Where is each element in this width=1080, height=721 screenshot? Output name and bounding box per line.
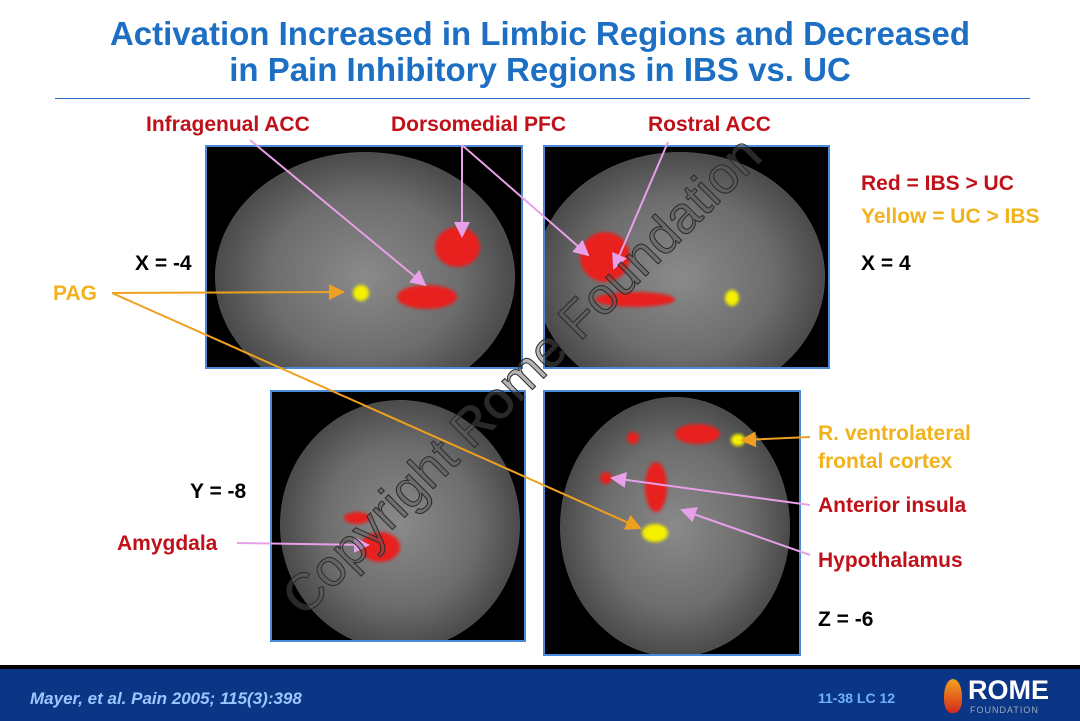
flame-icon [944,679,962,713]
label-anterior-insula: Anterior insula [818,494,967,517]
title-divider [55,98,1030,99]
legend-yellow: Yellow = UC > IBS [861,205,1040,228]
label-rvlfc-2: frontal cortex [818,450,953,473]
label-pag: PAG [53,282,97,305]
arrow-amygdala [236,536,370,553]
coord-z: Z = -6 [818,608,874,631]
arrow-rvlfc [740,431,811,448]
brain-coronal [270,390,526,642]
brain-sagittal-left [205,145,523,369]
slide-title: Activation Increased in Limbic Regions a… [0,16,1080,88]
footer-bar: Mayer, et al. Pain 2005; 115(3):398 11-3… [0,665,1080,721]
label-rostral-acc: Rostral ACC [648,113,771,136]
arrow-pag-1 [111,284,345,301]
logo-text: ROME [968,675,1049,705]
label-rvlfc-1: R. ventrolateral [818,422,971,445]
title-line-1: Activation Increased in Limbic Regions a… [109,15,971,52]
brain-sagittal-right [543,145,830,369]
coord-x-left: X = -4 [135,252,192,275]
arrow-rostral [612,141,669,270]
title-line-2: in Pain Inhibitory Regions in IBS vs. UC [229,51,851,88]
label-infragenual-acc: Infragenual ACC [146,113,310,136]
arrow-hypothalamus [680,507,811,556]
arrow-pag-2 [111,292,642,530]
arrow-dorsomedial-2 [461,144,590,257]
logo-subtext: FOUNDATION [970,705,1039,715]
coord-y: Y = -8 [190,480,247,503]
slide-number: 11-38 LC 12 [818,690,896,706]
arrow-infragenual [249,139,427,287]
label-amygdala: Amygdala [117,532,218,555]
citation: Mayer, et al. Pain 2005; 115(3):398 [30,689,302,708]
rome-foundation-logo: ROME FOUNDATION [940,675,1060,719]
label-dorsomedial-pfc: Dorsomedial PFC [391,113,567,136]
arrow-insula [610,471,811,506]
coord-x-right: X = 4 [861,252,911,275]
label-hypothalamus: Hypothalamus [818,549,963,572]
legend-red: Red = IBS > UC [861,172,1014,195]
